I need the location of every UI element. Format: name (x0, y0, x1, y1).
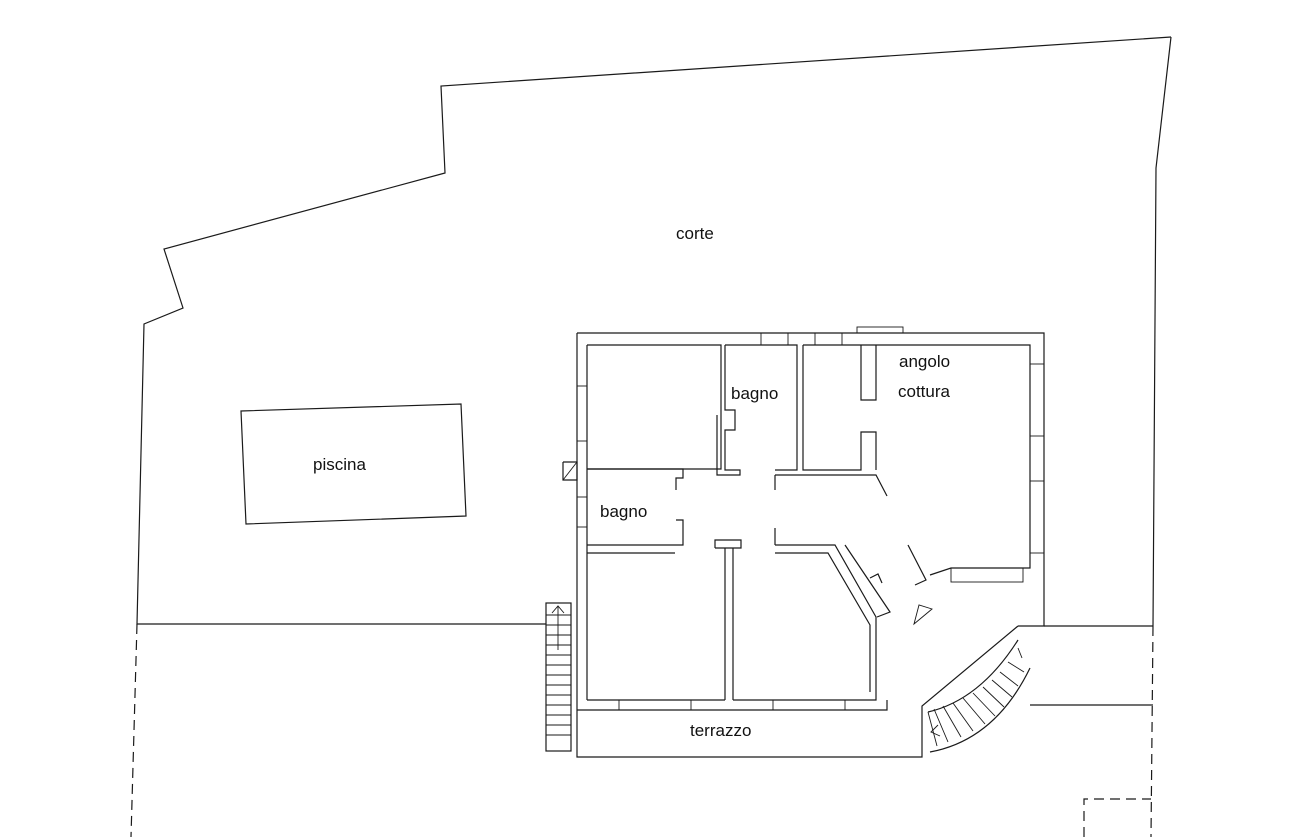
label-cottura: cottura (898, 382, 951, 401)
label-terrazzo: terrazzo (690, 721, 751, 740)
label-bagno-left: bagno (600, 502, 647, 521)
window-top (760, 326, 904, 346)
label-angolo: angolo (899, 352, 950, 371)
straight-staircase (545, 602, 572, 752)
interior-walls (562, 344, 1153, 758)
label-piscina: piscina (313, 455, 366, 474)
lot-boundary (130, 36, 1172, 837)
house-exterior-wall (576, 332, 1045, 710)
swimming-pool (240, 403, 467, 525)
label-bagno-upper: bagno (731, 384, 778, 403)
curved-staircase (927, 639, 1031, 753)
label-corte: corte (676, 224, 714, 243)
